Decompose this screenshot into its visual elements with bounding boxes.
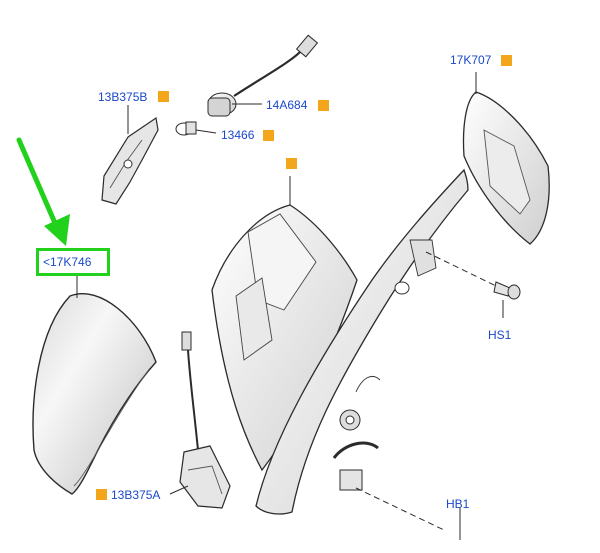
label-17k746[interactable]: <17K746 [43, 255, 92, 269]
marker-14a684 [318, 100, 329, 111]
pointer-arrow [16, 137, 70, 246]
mirror-housing[interactable] [211, 176, 358, 472]
screw-hs1[interactable] [425, 251, 521, 318]
marker-17k707 [501, 55, 512, 66]
label-hb1[interactable]: HB1 [446, 497, 470, 511]
label-13b375b[interactable]: 13B375B [98, 90, 148, 104]
mirror-glass-17k707[interactable] [462, 72, 550, 245]
marker-13466 [263, 130, 274, 141]
mirror-cover-cap[interactable] [32, 276, 157, 495]
label-14a684[interactable]: 14A684 [266, 98, 308, 112]
marker-housing [286, 158, 297, 169]
marker-13b375b [158, 91, 169, 102]
label-13466[interactable]: 13466 [221, 128, 255, 142]
marker-13b375a [96, 489, 107, 500]
bracket-13b375a[interactable] [169, 331, 231, 509]
mirror-base-arm[interactable] [255, 168, 469, 515]
bulb-13466[interactable] [175, 121, 217, 136]
motor-cable-14a684[interactable] [207, 34, 319, 117]
label-17k707[interactable]: 17K707 [450, 53, 492, 67]
label-hs1[interactable]: HS1 [488, 328, 512, 342]
bracket-13b375b[interactable] [101, 105, 159, 205]
highlight-box [36, 248, 110, 276]
label-13b375a[interactable]: 13B375A [111, 488, 161, 502]
fastener-hb1[interactable] [355, 487, 461, 540]
